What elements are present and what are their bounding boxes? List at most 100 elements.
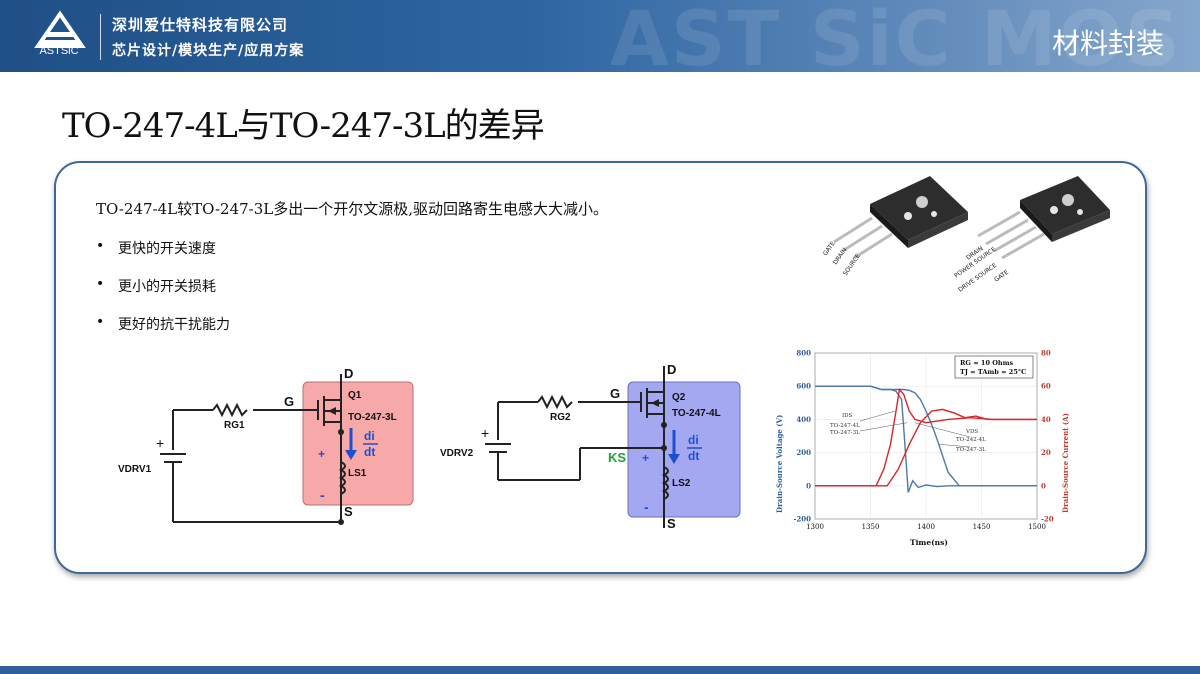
header-band: AST SiC MOS ASTSiC 深圳爱仕特科技有限公司 芯片设计/模块生产…: [0, 0, 1200, 72]
annotation-ids-3l: TO-247-3L: [830, 430, 860, 436]
left-tick-label: 400: [796, 415, 811, 424]
dt-label: dt: [364, 445, 375, 459]
list-item: • 更快的开关速度: [96, 238, 230, 276]
series-line-1: [815, 385, 1037, 487]
company-name: 深圳爱仕特科技有限公司: [112, 16, 289, 34]
circuit-to247-4l: D S G Q2 TO-247-4L RG2 VDRV2 LS2 KS di d…: [440, 362, 741, 531]
package-body: [1020, 176, 1110, 242]
pin-label: DRAIN: [832, 247, 849, 267]
minus-label: -: [644, 499, 649, 515]
supply-plus-label: +: [156, 435, 164, 451]
annotation-ids: IDS: [842, 413, 853, 419]
left-tick-label: 0: [806, 481, 811, 490]
right-tick-label: -20: [1041, 515, 1054, 524]
resistor-label: RG2: [550, 412, 571, 423]
page-title: TO-247-4L与TO-247-3L的差异: [62, 106, 545, 146]
pin-label: SOURCE: [842, 253, 862, 277]
inductor-label: LS2: [672, 478, 691, 489]
supply-label: VDRV2: [440, 448, 474, 459]
y-axis-label-left: Drain-Source Voltage (V): [775, 415, 784, 513]
di-label: di: [364, 429, 375, 443]
right-tick-label: 40: [1041, 415, 1051, 424]
package-body: [870, 176, 968, 248]
right-tick-label: 60: [1041, 382, 1051, 391]
x-tick-label: 1300: [806, 523, 824, 531]
to247-3l-package-image: GATE DRAIN SOURCE: [822, 176, 968, 277]
plus-label: +: [642, 451, 649, 465]
header-watermark: AST SiC MOS: [610, 0, 1182, 72]
package-label: TO-247-4L: [672, 408, 721, 419]
drain-label: D: [667, 362, 676, 377]
dt-label: dt: [688, 449, 699, 463]
annotation-vds-4l: TO-242-4L: [956, 437, 986, 443]
feature-list: • 更快的开关速度 • 更小的开关损耗 • 更好的抗干扰能力: [96, 238, 230, 352]
annotation-leader: [914, 422, 971, 438]
source-label: S: [344, 504, 353, 519]
x-tick-label: 1500: [1028, 523, 1046, 531]
supply-plus-label: +: [481, 425, 489, 441]
intro-text: TO-247-4L较TO-247-3L多出一个开尔文源极,驱动回路寄生电感大大减…: [96, 200, 609, 218]
x-tick-label: 1400: [917, 523, 935, 531]
series-line-3: [815, 408, 1037, 487]
package-inductance-box: [627, 381, 741, 518]
section-title: 材料封装: [1051, 27, 1164, 60]
package-inductance-box: [302, 381, 414, 506]
annotation-leader: [939, 444, 971, 448]
x-tick-label: 1450: [973, 523, 991, 531]
pin-label: GATE: [993, 269, 1010, 284]
plus-label: +: [318, 447, 325, 461]
annotation-ids-4l: TO-247-4L: [830, 423, 860, 429]
left-tick-label: 600: [796, 382, 811, 391]
circuit-to247-3l: D S G Q1 TO-247-3L RG1 VDRV1 LS1 di dt +…: [118, 366, 414, 525]
footer-bar: [0, 666, 1200, 674]
gate-label: G: [284, 394, 294, 409]
gate-label: G: [610, 386, 620, 401]
bullet-text: 更快的开关速度: [118, 241, 216, 257]
x-axis-label: Time(ns): [910, 538, 948, 547]
list-item: • 更小的开关损耗: [96, 276, 230, 314]
drain-label: D: [344, 366, 353, 381]
source-label: S: [667, 516, 676, 531]
device-label: Q2: [672, 392, 686, 403]
package-label: TO-247-3L: [348, 412, 397, 423]
gate-drive-circuit-diagrams: D S G Q1 TO-247-3L RG1 VDRV1 LS1 di dt +…: [118, 362, 741, 531]
header-divider: [100, 14, 101, 60]
minus-label: -: [320, 487, 325, 503]
left-tick-label: -200: [793, 515, 811, 524]
legend-line: TJ = TAmb = 25°C: [960, 368, 1026, 376]
bullet-text: 更小的开关损耗: [118, 279, 216, 295]
legend-line: RG = 10 Ohms: [960, 359, 1013, 367]
supply-label: VDRV1: [118, 464, 152, 475]
annotation-leader: [859, 422, 908, 432]
to247-4l-package-image: DRAIN POWER SOURCE DRIVE SOURCE GATE: [953, 176, 1110, 294]
kelvin-source-label: KS: [608, 450, 626, 465]
annotation-leader: [859, 410, 895, 422]
chart-series: [815, 385, 1037, 493]
annotation-vds-3l: TO-247-3L: [956, 447, 986, 453]
right-axis-ticks: -20 0 20 40 60 80: [1041, 349, 1054, 524]
right-tick-label: 0: [1041, 481, 1046, 490]
resistor-label: RG1: [224, 420, 245, 431]
left-tick-label: 800: [796, 349, 811, 358]
bullet-glyph: •: [96, 314, 105, 330]
x-axis-ticks: 1300 1350 1400 1450 1500: [806, 523, 1046, 531]
device-label: Q1: [348, 390, 362, 401]
right-tick-label: 80: [1041, 349, 1051, 358]
y-axis-label-right: Drain-Source Current (A): [1061, 413, 1070, 513]
bullet-glyph: •: [96, 238, 105, 254]
inductor-label: LS1: [348, 468, 367, 479]
legend-box: [954, 355, 1034, 379]
bullet-text: 更好的抗干扰能力: [118, 317, 230, 333]
left-tick-label: 200: [796, 448, 811, 457]
right-tick-label: 20: [1041, 448, 1051, 457]
left-axis-ticks: -200 0 200 400 600 800: [793, 349, 811, 524]
bullet-glyph: •: [96, 276, 105, 292]
di-label: di: [688, 433, 699, 447]
list-item: • 更好的抗干扰能力: [96, 314, 230, 352]
company-logo-icon: [34, 10, 86, 48]
x-tick-label: 1350: [862, 523, 880, 531]
annotation-vds: VDS: [965, 429, 978, 435]
logo-text: ASTSiC: [39, 45, 79, 57]
company-tagline: 芯片设计/模块生产/应用方案: [112, 43, 305, 59]
